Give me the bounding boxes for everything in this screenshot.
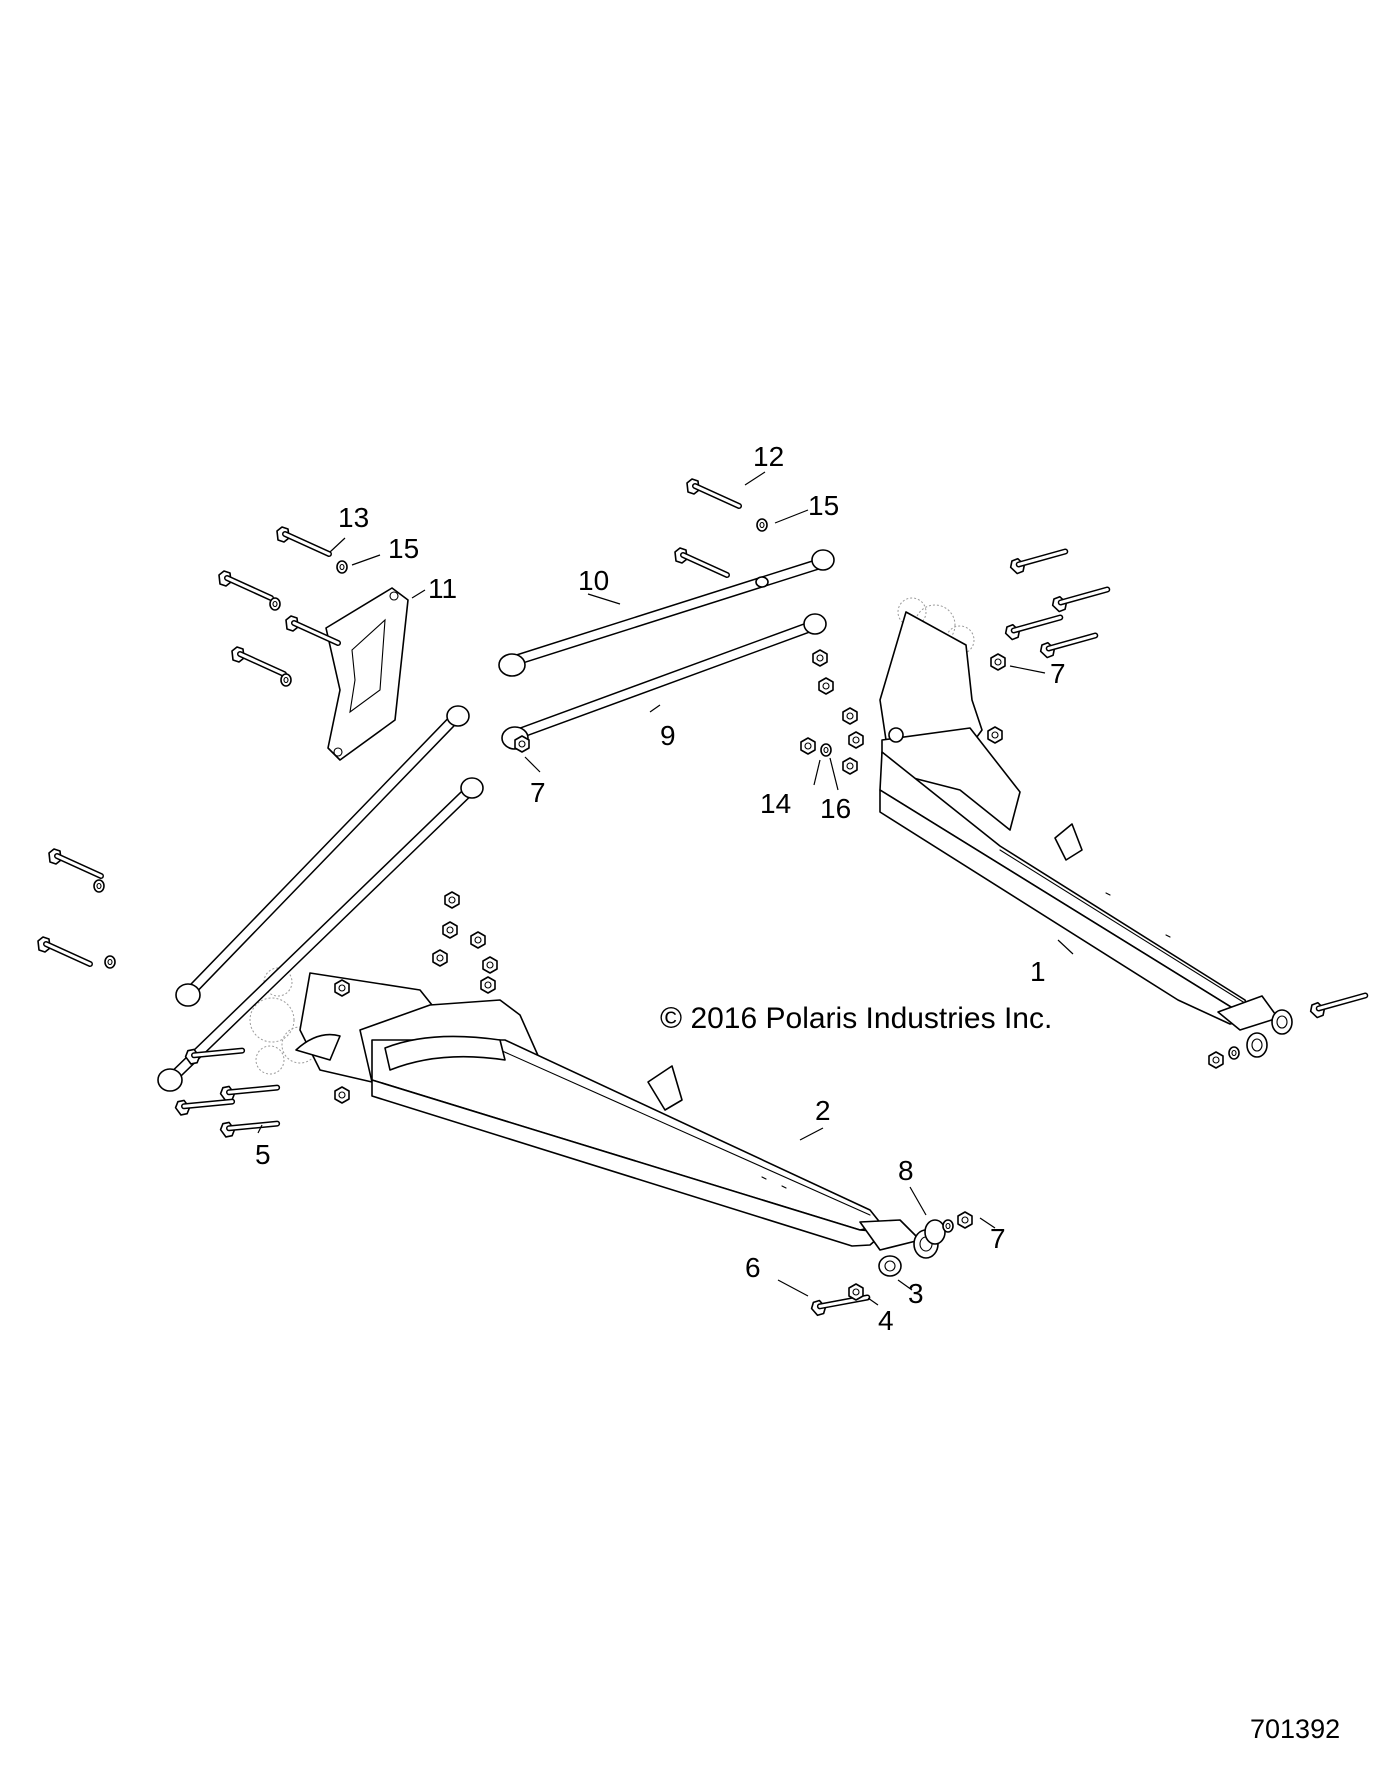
copyright-notice: © 2016 Polaris Industries Inc.: [660, 1002, 1052, 1035]
mounting-bracket: [325, 587, 409, 761]
callout-8: 8: [898, 1155, 914, 1186]
callout-15-right: 15: [808, 490, 839, 521]
leader-lines: [257, 471, 1074, 1306]
trailing-arm-right: [879, 597, 1293, 1035]
callout-11: 11: [428, 573, 457, 604]
radius-rod-lower-left: [157, 777, 484, 1092]
callout-14: 14: [760, 788, 791, 819]
radius-rod-upper-left: [175, 705, 470, 1007]
callout-16: 16: [820, 793, 851, 824]
trailing-arm-left: [249, 967, 939, 1259]
callout-7-lower: 7: [990, 1223, 1006, 1254]
callout-2: 2: [815, 1095, 831, 1126]
callout-5: 5: [255, 1139, 271, 1170]
callout-7-rod: 7: [530, 777, 546, 808]
callout-7-upper-right: 7: [1050, 658, 1066, 689]
callout-1: 1: [1030, 956, 1046, 987]
callout-13: 13: [338, 502, 369, 533]
radius-rod-10: [498, 549, 835, 677]
callout-4: 4: [878, 1305, 894, 1336]
callouts: 1 2 3 4 5 6 7 7 7 8 9 10 11 12 13 14 15 …: [255, 441, 1066, 1336]
callout-6: 6: [745, 1252, 761, 1283]
document-number: 701392: [1250, 1714, 1340, 1744]
callout-3: 3: [908, 1278, 924, 1309]
callout-12: 12: [753, 441, 784, 472]
hardware: [38, 479, 1365, 1327]
callout-15-left: 15: [388, 533, 419, 564]
callout-9: 9: [660, 720, 676, 751]
callout-10: 10: [578, 565, 609, 596]
